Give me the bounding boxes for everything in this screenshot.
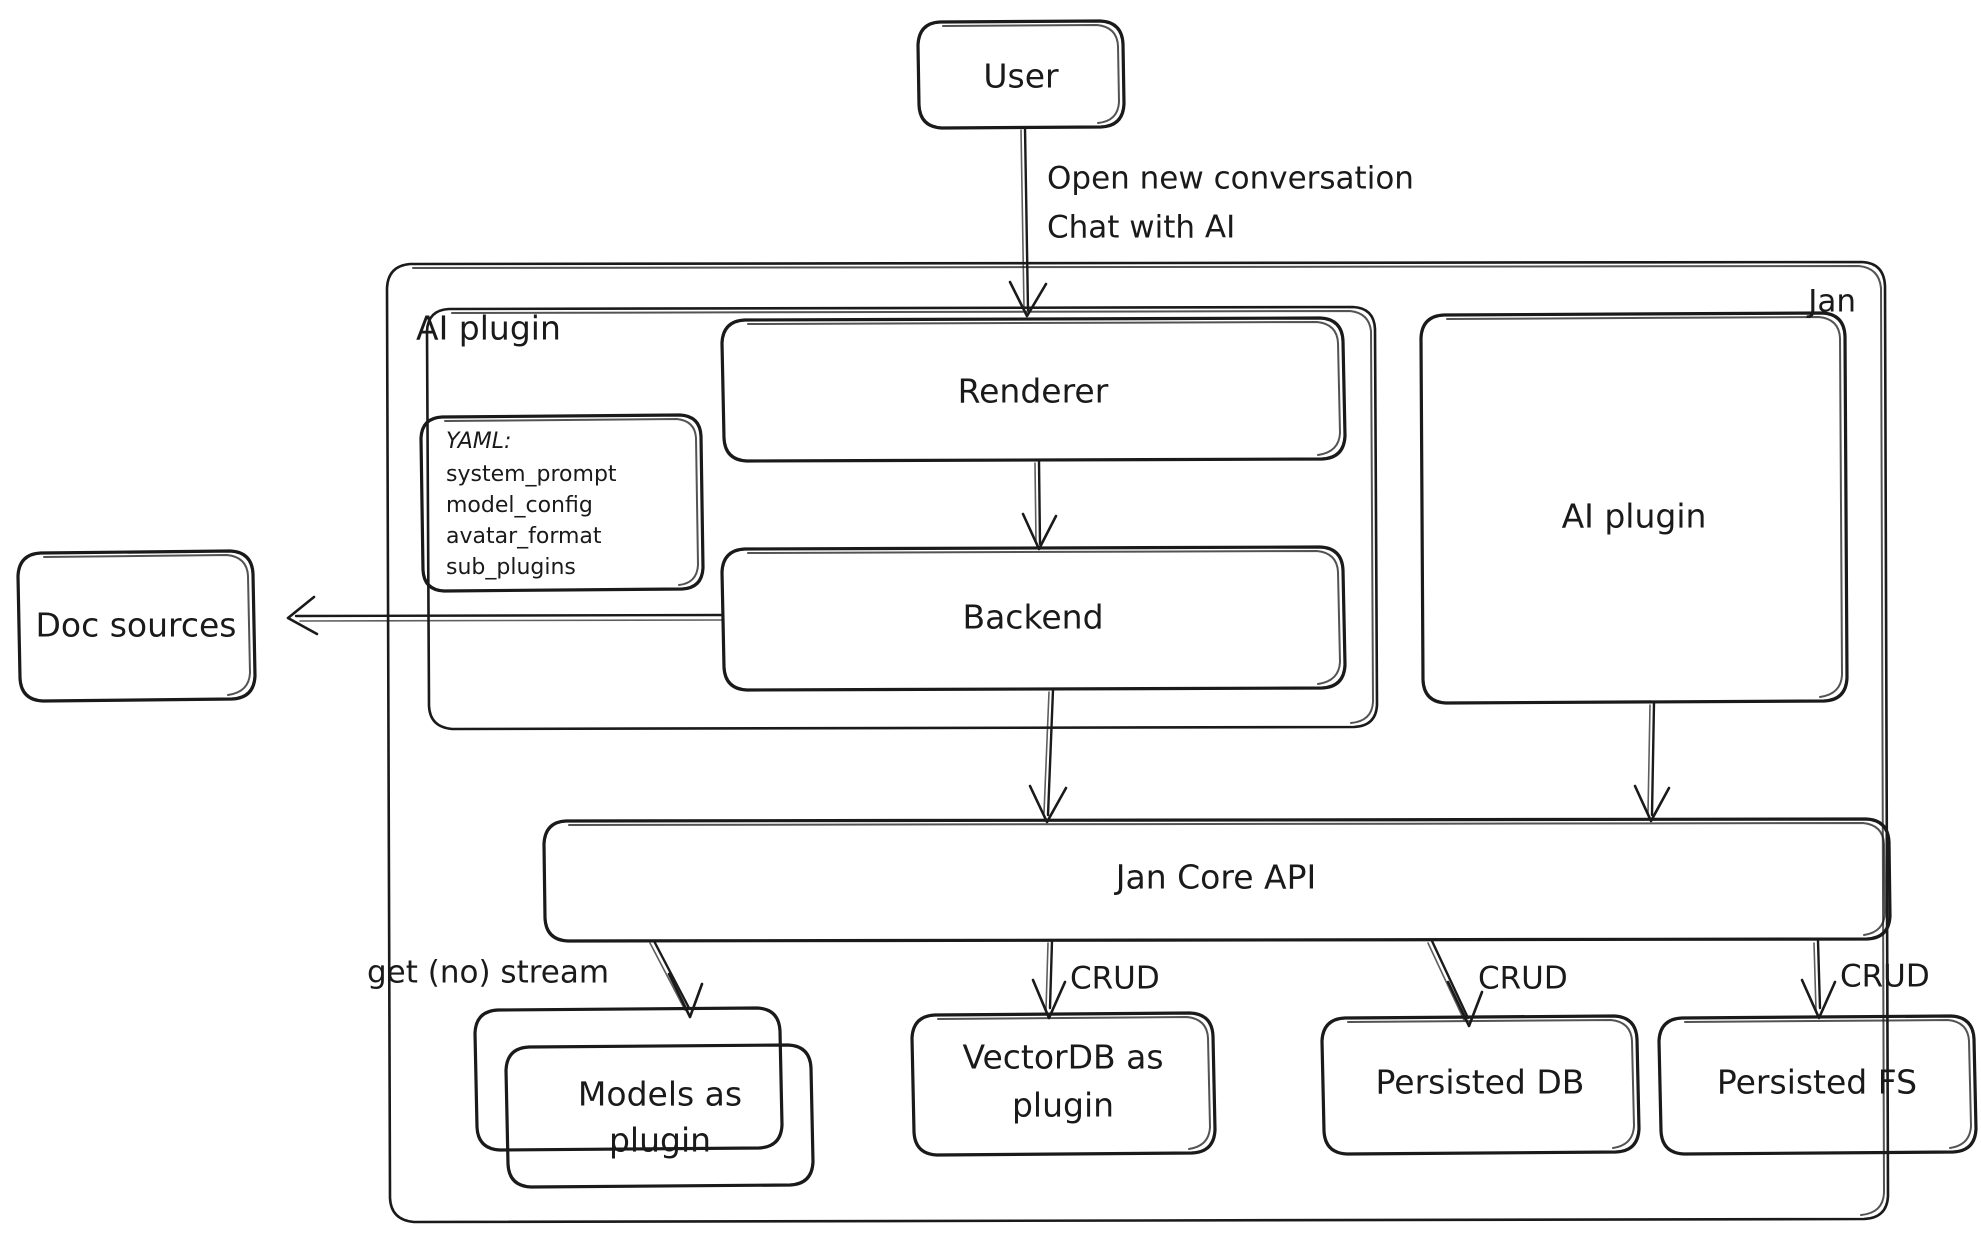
node-user[interactable]: User: [916, 19, 1126, 130]
edge-label-line2: Chat with AI: [1047, 210, 1235, 246]
node-doc-sources[interactable]: Doc sources: [16, 549, 257, 703]
node-vectordb-plugin[interactable]: VectorDB as plugin: [910, 1011, 1217, 1157]
node-jan-core-api-label: Jan Core API: [1114, 858, 1316, 897]
ai-plugin-group-label: AI plugin: [416, 309, 561, 348]
edge-core-api-to-fs: CRUD: [1800, 939, 1930, 1020]
yaml-item-avatar-format: avatar_format: [446, 524, 602, 549]
yaml-item-system-prompt: system_prompt: [446, 462, 617, 487]
edge-label-get-no-stream: get (no) stream: [367, 955, 609, 991]
yaml-card-title: YAML:: [446, 429, 511, 454]
edge-core-api-to-vectordb: CRUD: [1031, 939, 1160, 1020]
edge-backend-to-core-api: [1028, 688, 1068, 824]
node-models-plugin[interactable]: Models as plugin: [473, 1006, 815, 1189]
node-renderer[interactable]: Renderer: [720, 316, 1347, 463]
yaml-item-sub-plugins: sub_plugins: [446, 555, 576, 580]
edge-label-crud-vectordb: CRUD: [1070, 961, 1160, 997]
edge-backend-to-doc-sources: [286, 595, 724, 636]
node-backend[interactable]: Backend: [720, 545, 1347, 692]
edge-user-to-renderer: Open new conversation Chat with AI: [1008, 126, 1414, 318]
node-jan-core-api[interactable]: Jan Core API: [542, 817, 1892, 943]
edge-renderer-to-backend: [1021, 459, 1058, 551]
node-models-plugin-label-line1: Models as: [578, 1075, 742, 1114]
node-doc-sources-label: Doc sources: [35, 606, 236, 645]
node-backend-label: Backend: [962, 598, 1103, 637]
ai-plugin-group-container: AI plugin: [416, 305, 1379, 731]
jan-container: Jan: [385, 260, 1890, 1224]
edge-core-api-to-db: CRUD: [1427, 939, 1568, 1028]
node-user-label: User: [983, 57, 1059, 96]
edge-core-api-to-models: get (no) stream: [367, 939, 704, 1019]
node-vectordb-plugin-label-line1: VectorDB as: [962, 1038, 1163, 1077]
node-persisted-db[interactable]: Persisted DB: [1320, 1014, 1641, 1156]
edge-label-line1: Open new conversation: [1047, 161, 1414, 197]
edge-label-crud-fs: CRUD: [1840, 959, 1930, 995]
yaml-item-model-config: model_config: [446, 493, 593, 518]
edge-ai-plugin-to-core-api: [1633, 701, 1671, 823]
node-persisted-fs[interactable]: Persisted FS: [1657, 1014, 1978, 1156]
node-persisted-db-label: Persisted DB: [1376, 1063, 1585, 1102]
node-renderer-label: Renderer: [958, 372, 1109, 411]
edge-label-crud-db: CRUD: [1478, 961, 1568, 997]
node-persisted-fs-label: Persisted FS: [1717, 1063, 1917, 1102]
yaml-config-card: YAML: system_prompt model_config avatar_…: [419, 413, 705, 593]
node-ai-plugin-label: AI plugin: [1562, 497, 1707, 536]
node-ai-plugin[interactable]: AI plugin: [1419, 311, 1849, 705]
node-models-plugin-label-line2: plugin: [609, 1121, 711, 1160]
node-vectordb-plugin-label-line2: plugin: [1012, 1086, 1114, 1125]
